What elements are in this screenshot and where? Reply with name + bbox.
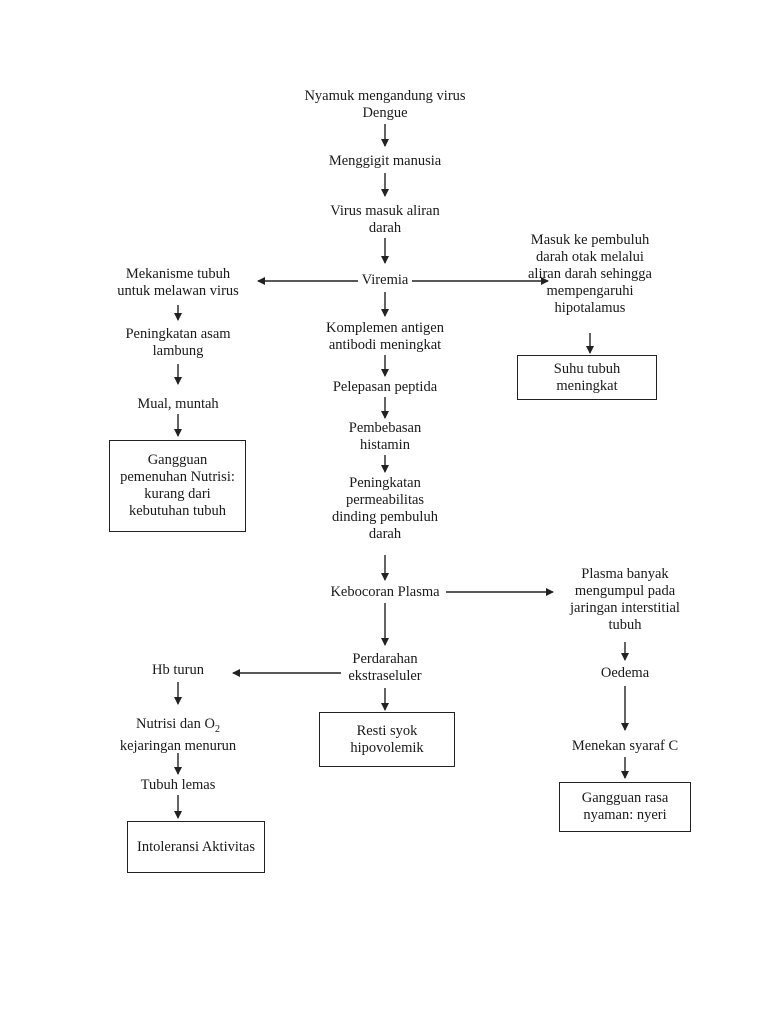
node-peningkatan-asam: Peningkatan asam lambung xyxy=(125,326,231,359)
box-suhu-tubuh: Suhu tubuh meningkat xyxy=(517,355,657,400)
node-menggigit: Menggigit manusia xyxy=(328,153,442,169)
node-viremia: Viremia xyxy=(361,272,409,288)
node-masuk-pembuluh-otak: Masuk ke pembuluh darah otak melalui ali… xyxy=(527,232,652,316)
node-virus-masuk: Virus masuk aliran darah xyxy=(330,203,440,236)
node-nutrisi-o2: Nutrisi dan O2 kejaringan menurun xyxy=(119,716,237,754)
node-kebocoran-plasma: Kebocoran Plasma xyxy=(330,584,440,600)
node-mual-muntah: Mual, muntah xyxy=(137,396,219,412)
box-intoleransi-aktivitas: Intoleransi Aktivitas xyxy=(127,821,265,873)
nutrisi-o2-text: Nutrisi dan O xyxy=(136,716,215,732)
node-mekanisme-tubuh: Mekanisme tubuh untuk melawan virus xyxy=(117,266,239,299)
node-hb-turun: Hb turun xyxy=(152,662,204,678)
node-tubuh-lemas: Tubuh lemas xyxy=(140,777,216,793)
node-komplemen: Komplemen antigen antibodi meningkat xyxy=(326,320,444,353)
node-pembebasan-histamin: Pembebasan histamin xyxy=(348,420,422,453)
node-plasma-mengumpul: Plasma banyak mengumpul pada jaringan in… xyxy=(570,566,680,633)
box-gangguan-nutrisi: Gangguan pemenuhan Nutrisi: kurang dari … xyxy=(109,440,246,532)
node-perdarahan: Perdarahan ekstraseluler xyxy=(348,651,422,684)
node-peningkatan-permeabilitas: Peningkatan permeabilitas dinding pembul… xyxy=(332,475,438,542)
o2-subscript: 2 xyxy=(214,723,220,735)
node-nyamuk: Nyamuk mengandung virus Dengue xyxy=(304,88,466,121)
box-gangguan-nyaman: Gangguan rasa nyaman: nyeri xyxy=(559,782,691,832)
node-pelepasan-peptida: Pelepasan peptida xyxy=(332,379,438,395)
node-oedema: Oedema xyxy=(600,665,650,681)
box-resti-syok: Resti syok hipovolemik xyxy=(319,712,455,767)
node-menekan-syaraf: Menekan syaraf C xyxy=(571,738,679,754)
